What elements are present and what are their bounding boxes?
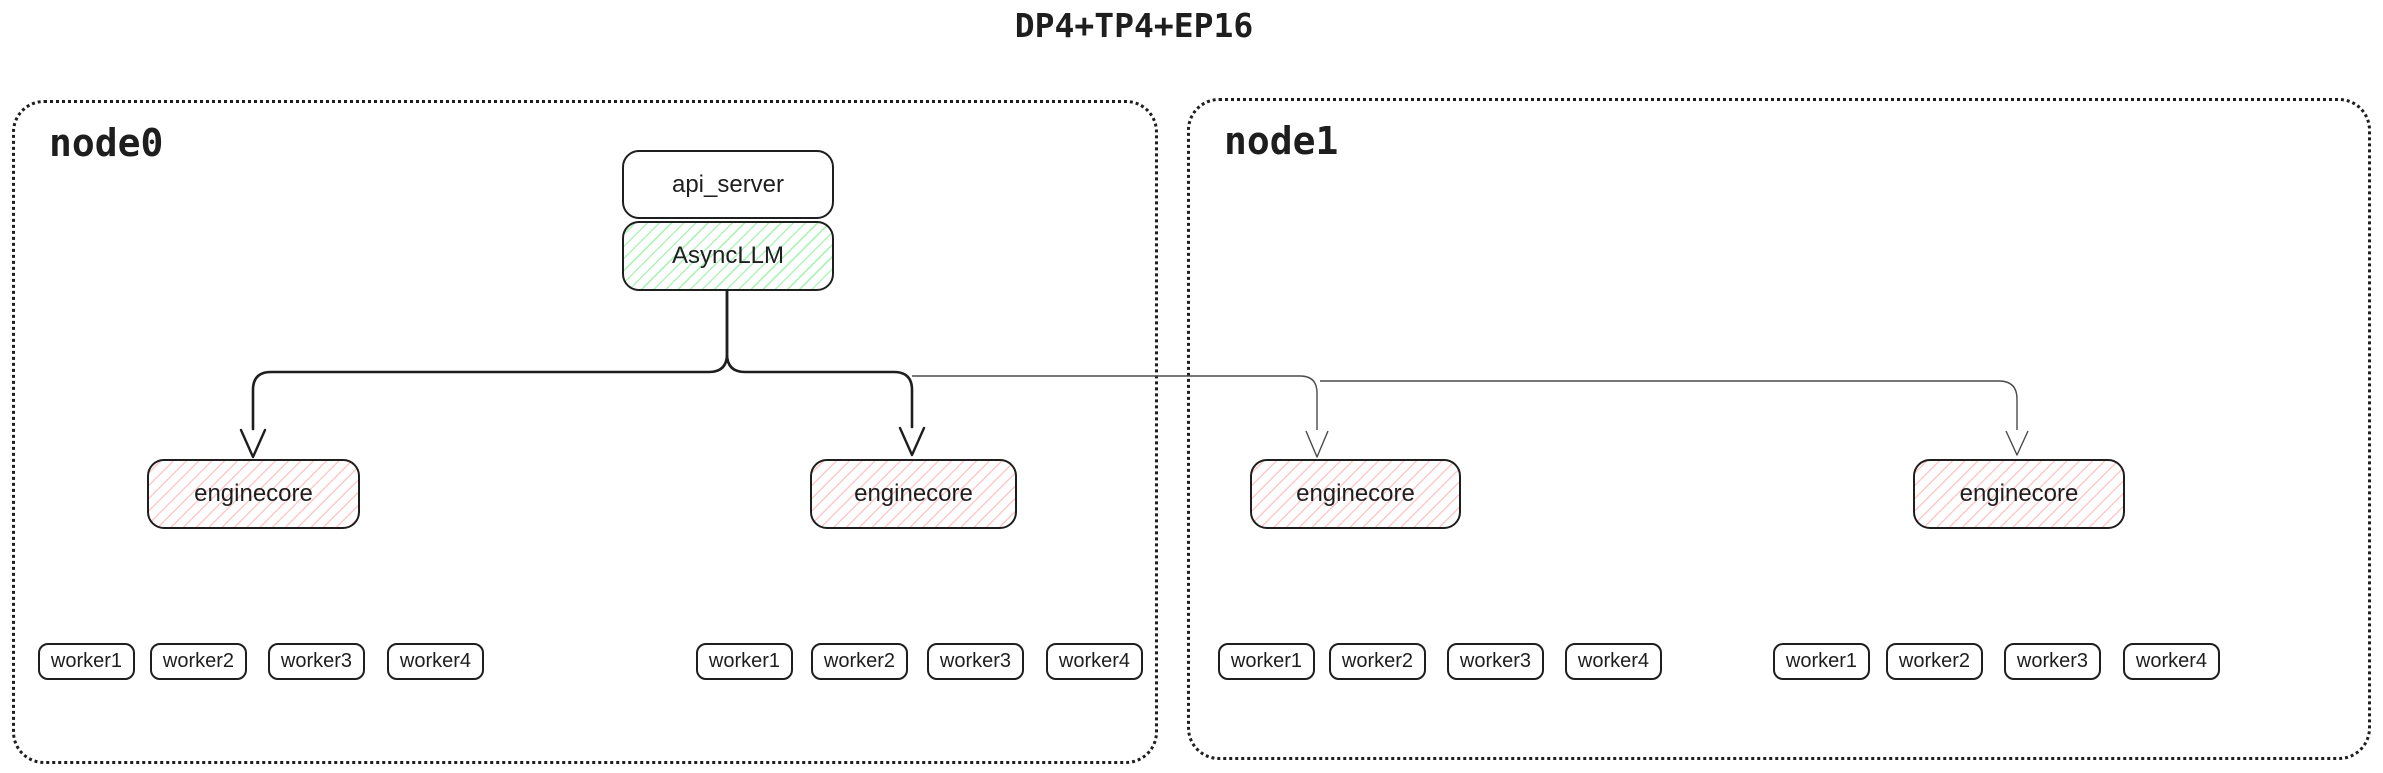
enginecore-label: enginecore — [194, 480, 313, 507]
worker-box: worker4 — [387, 643, 484, 680]
diagram-title: DP4+TP4+EP16 — [1014, 6, 1254, 45]
node1-label: node1 — [1224, 119, 1339, 163]
node0-container: node0 — [12, 100, 1158, 764]
enginecore-label: enginecore — [1296, 480, 1415, 507]
api-server-box: api_server — [622, 150, 834, 219]
asyncllm-box: AsyncLLM — [622, 221, 834, 291]
worker-box: worker3 — [927, 643, 1024, 680]
enginecore-box-node1-2: enginecore — [1913, 459, 2125, 529]
enginecore-label: enginecore — [854, 480, 973, 507]
enginecore-box-node0-1: enginecore — [147, 459, 360, 529]
worker-box: worker2 — [811, 643, 908, 680]
worker-box: worker3 — [268, 643, 365, 680]
worker-box: worker1 — [1218, 643, 1315, 680]
worker-box: worker4 — [1565, 643, 1662, 680]
worker-box: worker3 — [2004, 643, 2101, 680]
api-server-label: api_server — [671, 170, 785, 198]
worker-box: worker3 — [1447, 643, 1544, 680]
enginecore-label: enginecore — [1959, 480, 2079, 507]
enginecore-box-node0-2: enginecore — [810, 459, 1017, 529]
worker-box: worker4 — [2123, 643, 2220, 680]
worker-box: worker2 — [150, 643, 247, 680]
worker-box: worker1 — [38, 643, 135, 680]
worker-box: worker2 — [1329, 643, 1426, 680]
worker-box: worker1 — [696, 643, 793, 680]
worker-box: worker1 — [1773, 643, 1870, 680]
node0-label: node0 — [49, 121, 164, 165]
asyncllm-label: AsyncLLM — [671, 242, 785, 269]
enginecore-box-node1-1: enginecore — [1250, 459, 1461, 529]
worker-box: worker2 — [1886, 643, 1983, 680]
worker-box: worker4 — [1046, 643, 1143, 680]
